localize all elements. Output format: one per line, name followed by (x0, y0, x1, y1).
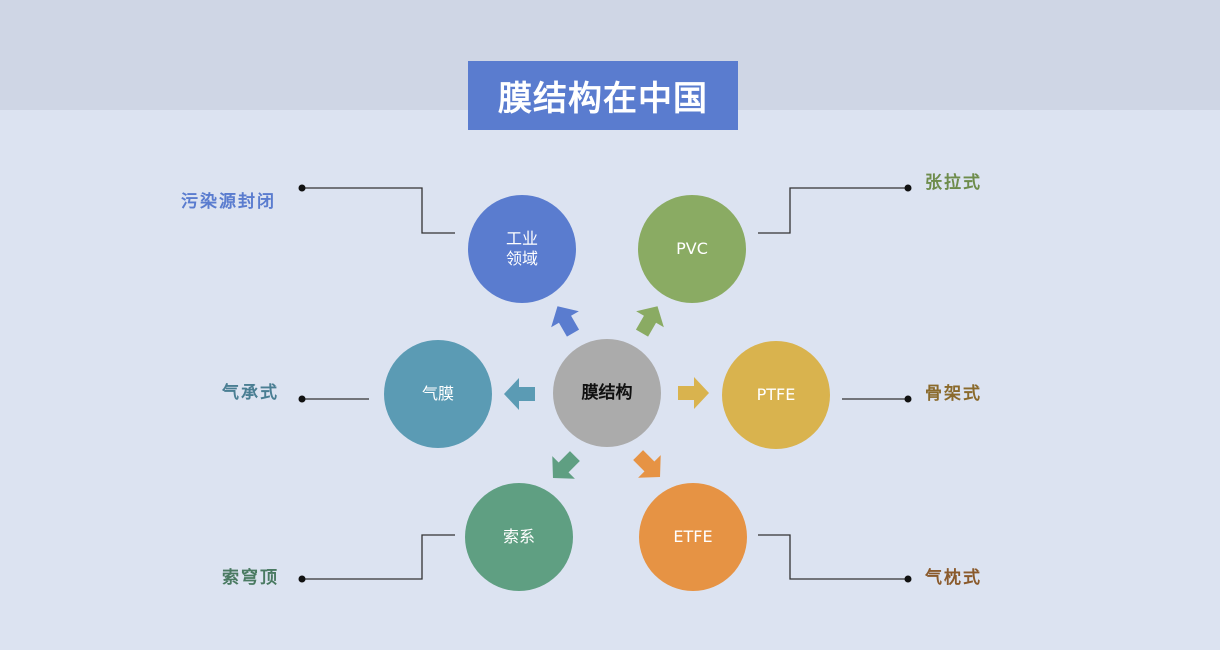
node-industry-label: 工业 领域 (505, 229, 538, 268)
diagram-title: 膜结构在中国 (468, 61, 738, 130)
side-label-pvc: 张拉式 (925, 173, 982, 193)
connector-dot-air (298, 395, 306, 403)
node-ptfe-label: PTFE (756, 385, 796, 404)
node-ptfe: PTFE (722, 341, 830, 449)
arrow-cable (552, 451, 580, 479)
side-label-etfe: 气枕式 (925, 568, 982, 588)
node-air-label: 气膜 (421, 384, 454, 403)
connector-pvc (758, 187, 908, 234)
node-etfe-label: ETFE (673, 527, 713, 546)
node-pvc-label: PVC (676, 239, 708, 258)
side-label-industry: 污染源封闭 (181, 192, 276, 212)
node-industry: 工业 领域 (468, 195, 576, 303)
side-label-air: 气承式 (222, 383, 279, 403)
arrow-pvc (635, 306, 664, 337)
connector-dot-etfe (904, 575, 912, 583)
connector-dot-pvc (904, 184, 912, 192)
node-pvc: PVC (638, 195, 746, 303)
connector-dot-ptfe (904, 395, 912, 403)
node-etfe: ETFE (639, 483, 747, 591)
node-cable: 索系 (465, 483, 573, 591)
side-label-cable: 索穹顶 (222, 568, 279, 588)
connector-industry (302, 187, 455, 234)
node-air: 气膜 (384, 340, 492, 448)
side-label-ptfe: 骨架式 (925, 384, 982, 404)
arrow-air (504, 378, 535, 410)
center-node-label: 膜结构 (581, 383, 633, 403)
connector-dot-industry (298, 184, 306, 192)
arrow-etfe (633, 450, 661, 478)
arrow-ptfe (678, 377, 709, 409)
center-node: 膜结构 (553, 339, 661, 447)
connector-etfe (758, 534, 908, 580)
connector-cable (302, 534, 455, 580)
node-cable-label: 索系 (502, 527, 535, 546)
arrow-industry (551, 306, 580, 337)
connector-dot-cable (298, 575, 306, 583)
